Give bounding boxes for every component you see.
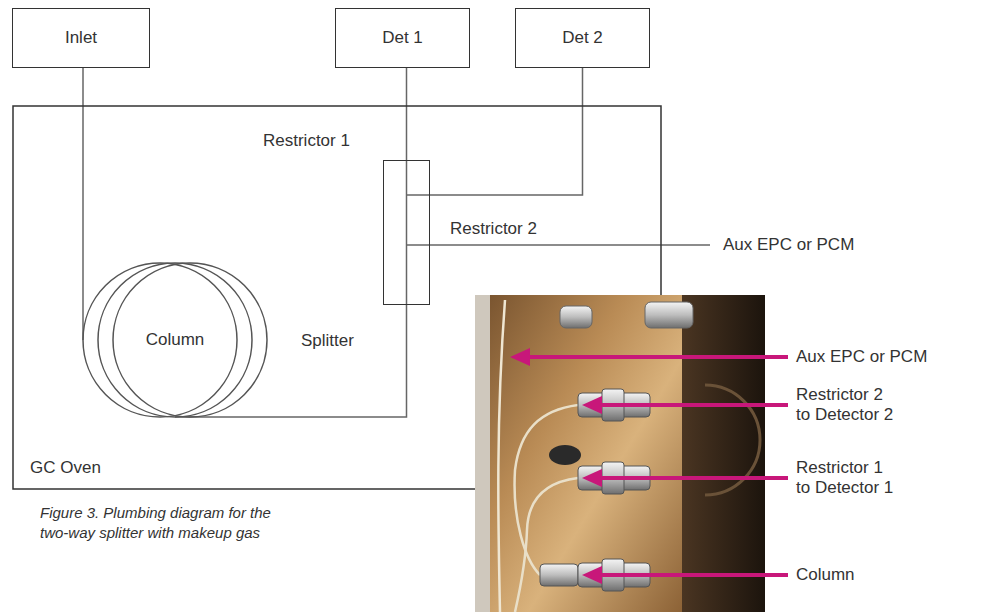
oven-wall xyxy=(682,295,765,612)
splitter-block: Splitter xyxy=(383,160,430,305)
node-label: Column xyxy=(146,330,205,350)
bolt xyxy=(560,306,592,328)
part-label: Restrictor 2 to Detector 2 xyxy=(796,385,898,426)
makeup-gas-line xyxy=(407,244,711,246)
leader-line xyxy=(600,403,788,407)
leader-line xyxy=(600,476,788,480)
leader-line xyxy=(600,573,788,577)
photo-background xyxy=(475,295,765,612)
splitter-channel xyxy=(406,161,408,304)
gas-line xyxy=(406,68,408,160)
restrictor-tube xyxy=(515,478,578,612)
part-label: Restrictor 1 xyxy=(263,131,350,151)
node-label: Det 2 xyxy=(562,28,603,48)
inlet-box: Inlet xyxy=(12,8,150,68)
part-label: Aux EPC or PCM xyxy=(723,235,854,255)
oven-outline xyxy=(13,106,661,489)
column-loop xyxy=(83,263,237,417)
fitting xyxy=(540,564,578,586)
node-label: Det 1 xyxy=(382,28,423,48)
gas-line xyxy=(430,68,583,195)
callout-arrows xyxy=(510,348,788,584)
arrowhead xyxy=(510,348,530,366)
leader-line xyxy=(528,355,788,359)
detector-box: Det 2 xyxy=(515,8,650,68)
gas-line xyxy=(175,305,407,417)
part-label: Restrictor 2 xyxy=(450,219,537,239)
tube-ferrule xyxy=(549,445,581,465)
part-label: Column xyxy=(796,565,855,585)
oven-outline xyxy=(12,105,662,490)
arrowhead xyxy=(582,469,602,487)
column-loop xyxy=(113,263,267,417)
splitter-channel xyxy=(407,194,430,196)
makeup-tube xyxy=(498,300,505,612)
arrowhead xyxy=(582,566,602,584)
gc-oven: GC OvenSplitterColumn xyxy=(12,105,662,490)
column-loop xyxy=(98,263,252,417)
figure-caption: Figure 3. Plumbing diagram for the two-w… xyxy=(40,503,285,544)
arrowhead xyxy=(582,396,602,414)
mounting-plate xyxy=(490,295,682,612)
gas-line xyxy=(82,68,84,340)
part-label: Restrictor 1 to Detector 1 xyxy=(796,458,898,499)
detector-box: Det 1 xyxy=(335,8,470,68)
column-coil: Column xyxy=(82,262,268,418)
part-label: Aux EPC or PCM xyxy=(796,347,927,367)
node-label: Splitter xyxy=(301,331,346,351)
node-label: Inlet xyxy=(65,28,97,48)
bolt xyxy=(645,302,693,328)
node-label: GC Oven xyxy=(30,458,101,478)
